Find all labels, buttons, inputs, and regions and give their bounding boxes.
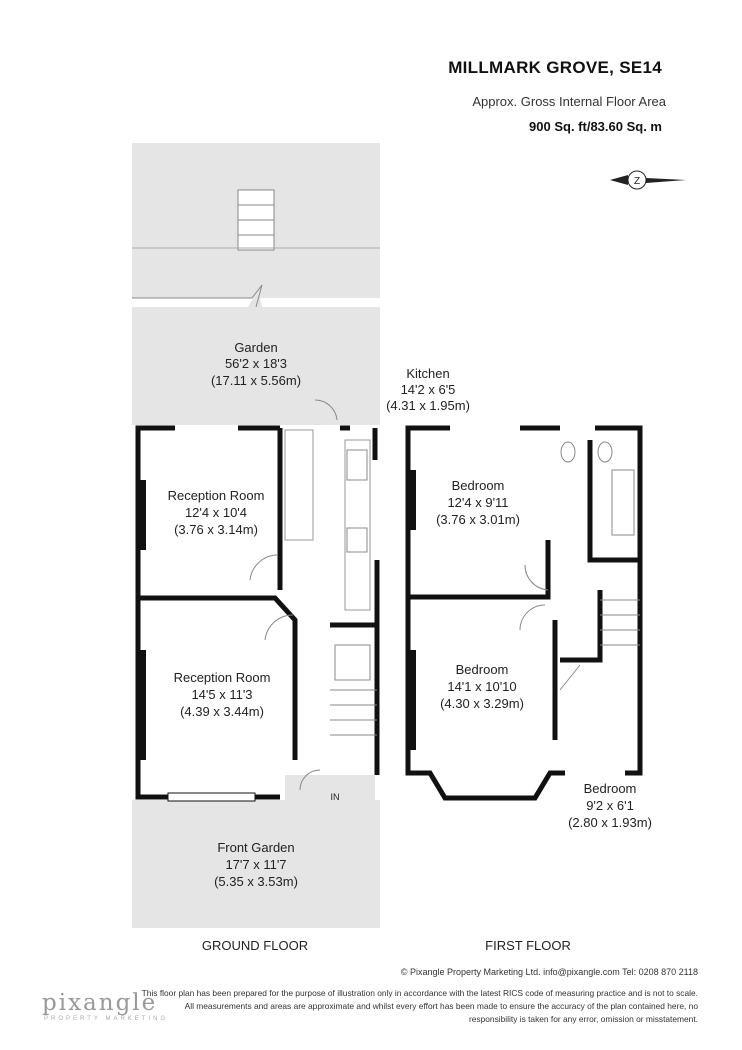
toilet-icon (560, 441, 576, 463)
svg-text:(2.80 x 1.93m): (2.80 x 1.93m) (568, 815, 652, 830)
svg-text:9'2 x 6'1: 9'2 x 6'1 (586, 798, 634, 813)
svg-text:(5.35 x 3.53m): (5.35 x 3.53m) (214, 874, 298, 889)
property-title: MILLMARK GROVE, SE14 (448, 58, 662, 77)
front-garden-area (132, 800, 380, 928)
svg-text:56'2 x 18'3: 56'2 x 18'3 (225, 356, 287, 371)
bedroom-3-name: Bedroom (584, 781, 637, 796)
svg-text:14'1 x 10'10: 14'1 x 10'10 (447, 679, 516, 694)
svg-text:Z: Z (634, 176, 640, 187)
svg-text:12'4 x 9'11: 12'4 x 9'11 (447, 495, 508, 510)
bedroom-1-name: Bedroom (452, 478, 505, 493)
svg-text:(3.76 x 3.01m): (3.76 x 3.01m) (436, 512, 520, 527)
front-garden-name: Front Garden (217, 840, 294, 855)
area-value: 900 Sq. ft/83.60 Sq. m (529, 119, 662, 134)
svg-text:14'2 x 6'5: 14'2 x 6'5 (401, 382, 456, 397)
ground-floor-label: GROUND FLOOR (202, 938, 308, 953)
bedroom-2-name: Bedroom (456, 662, 509, 677)
garden-name: Garden (234, 340, 277, 355)
disclaimer-text: This floor plan has been prepared for th… (141, 988, 698, 1024)
reception-room-1-name: Reception Room (168, 488, 265, 503)
area-caption: Approx. Gross Internal Floor Area (472, 94, 666, 109)
svg-text:(4.30 x 3.29m): (4.30 x 3.29m) (440, 696, 524, 711)
copyright-text: © Pixangle Property Marketing Ltd. info@… (400, 967, 698, 977)
bath-icon (611, 469, 635, 536)
compass-icon: Z (610, 170, 686, 190)
svg-text:(17.11 x 5.56m): (17.11 x 5.56m) (211, 373, 301, 388)
ground-floor-plan (132, 143, 380, 928)
pixangle-logo: pixangle (42, 990, 158, 1016)
logo-tagline: PROPERTY MARKETING (44, 1016, 169, 1022)
svg-text:12'4 x 10'4: 12'4 x 10'4 (185, 505, 247, 520)
kitchen-name: Kitchen (406, 366, 449, 381)
hob-icon (346, 527, 368, 553)
garden-near (132, 290, 380, 425)
reception-room-2-name: Reception Room (174, 670, 271, 685)
svg-text:(4.31 x 1.95m): (4.31 x 1.95m) (386, 398, 470, 413)
room-labels: Garden 56'2 x 18'3 (17.11 x 5.56m) Kitch… (168, 340, 652, 953)
svg-text:17'7 x 11'7: 17'7 x 11'7 (225, 857, 286, 872)
entrance-label: IN (331, 792, 340, 802)
svg-text:(3.76 x 3.14m): (3.76 x 3.14m) (174, 522, 258, 537)
stairs-icon (330, 689, 377, 736)
svg-text:(4.39 x 3.44m): (4.39 x 3.44m) (180, 704, 264, 719)
svg-text:14'5 x 11'3: 14'5 x 11'3 (191, 687, 252, 702)
kitchen-counter (284, 429, 314, 541)
first-floor-label: FIRST FLOOR (485, 938, 571, 953)
first-floor-plan (405, 425, 643, 801)
door-swing (249, 554, 279, 581)
sink-icon (346, 449, 368, 481)
